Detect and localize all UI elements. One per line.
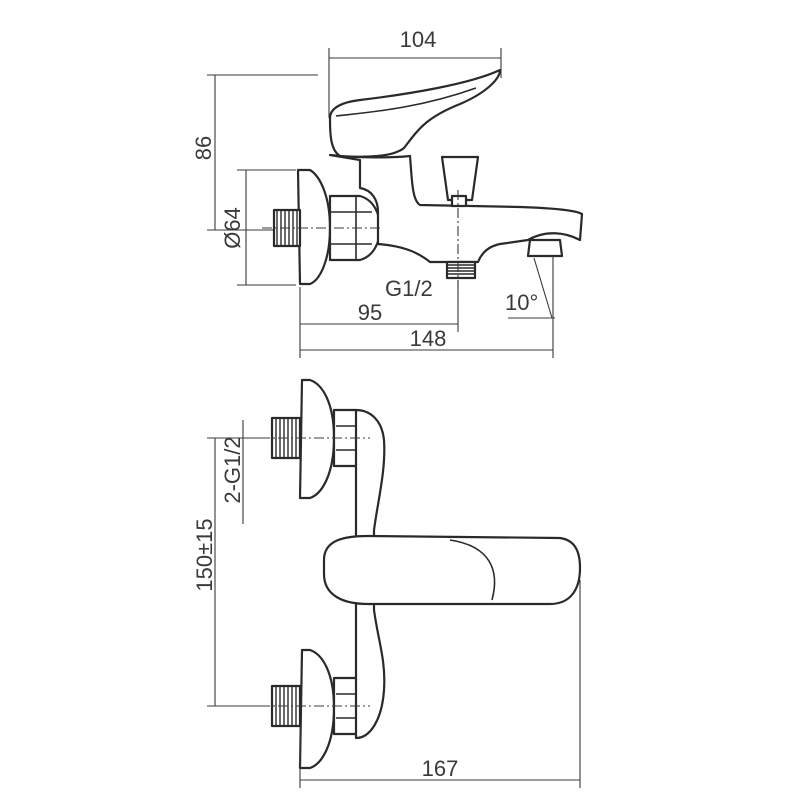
wall-flange bbox=[296, 168, 332, 286]
dim-148: 148 bbox=[410, 326, 447, 351]
dim-95: 95 bbox=[358, 300, 382, 325]
lever-handle bbox=[328, 68, 502, 158]
dim-86: 86 bbox=[191, 136, 216, 160]
dim-2-g1-2: 2-G1/2 bbox=[220, 436, 245, 503]
dim-10-degrees: 10° bbox=[505, 290, 538, 315]
lower-flange bbox=[298, 648, 336, 770]
dim-150-15: 150±15 bbox=[192, 518, 217, 591]
top-view: 150±15 2-G1/2 167 bbox=[192, 378, 582, 788]
dim-167: 167 bbox=[422, 756, 459, 781]
upper-flange bbox=[298, 378, 336, 500]
lever-top bbox=[322, 534, 582, 606]
dim-104: 104 bbox=[400, 27, 437, 52]
diverter-knob bbox=[440, 155, 480, 202]
dim-diameter-64: Ø64 bbox=[220, 207, 245, 249]
faucet-body bbox=[328, 153, 584, 264]
side-view: 104 86 Ø64 G1/2 95 148 10° bbox=[191, 27, 584, 358]
dim-g1-2: G1/2 bbox=[385, 276, 433, 301]
spout-outlet bbox=[526, 238, 564, 258]
